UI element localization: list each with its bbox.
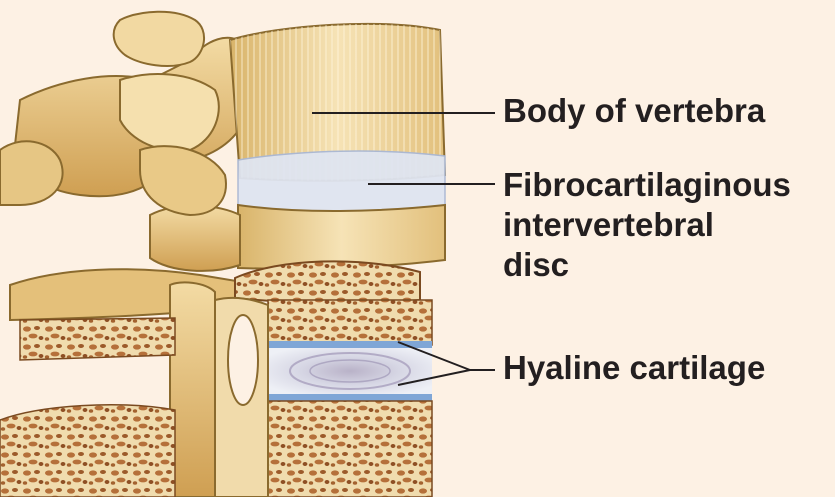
lamina xyxy=(170,282,268,497)
fibrocartilage-band xyxy=(238,151,445,211)
label-body-of-vertebra: Body of vertebra xyxy=(503,91,765,131)
hyaline-top xyxy=(268,341,432,348)
label-disc-line-1: Fibrocartilaginous xyxy=(503,165,791,205)
label-disc-line-3: disc xyxy=(503,245,791,285)
section-upper xyxy=(268,300,432,345)
label-fibrocartilaginous-disc: Fibrocartilaginous intervertebral disc xyxy=(503,165,791,285)
hyaline-bottom xyxy=(268,394,432,401)
disc-section xyxy=(268,348,432,394)
label-disc-line-2: intervertebral xyxy=(503,205,791,245)
section-lower xyxy=(268,401,432,497)
label-hyaline-cartilage: Hyaline cartilage xyxy=(503,348,765,388)
